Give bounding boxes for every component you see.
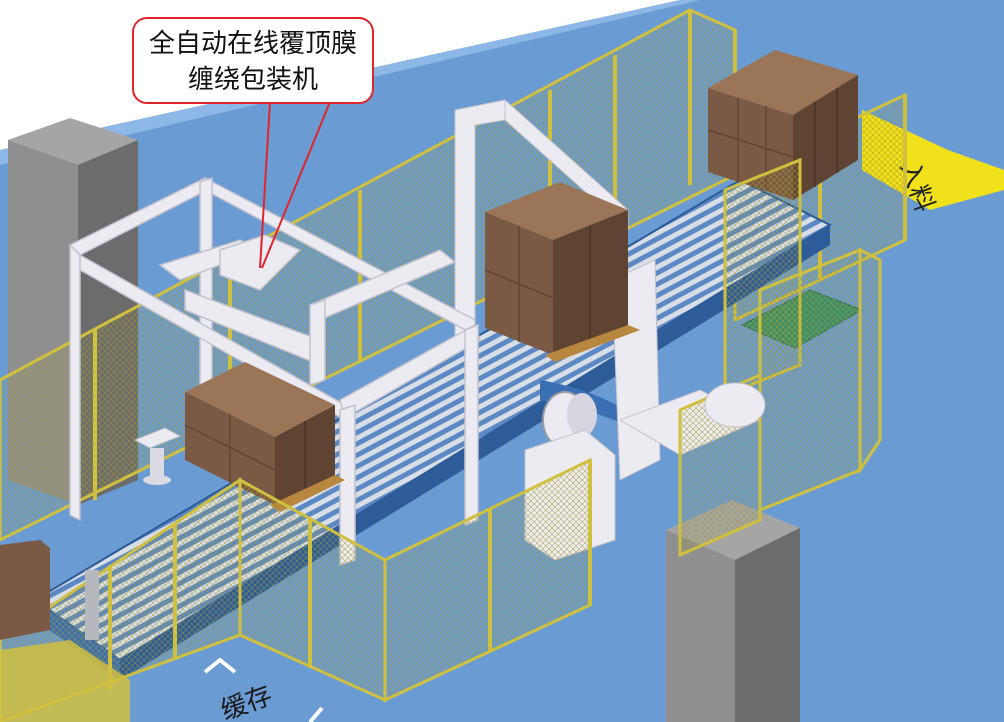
callout-leader (259, 101, 271, 269)
floor-arrows (203, 657, 324, 722)
callout-line-1: 全自动在线覆顶膜 (149, 29, 357, 59)
callout-leader-2 (261, 101, 331, 269)
pedestal (133, 427, 182, 485)
callout-line-2: 缠绕包装机 (188, 65, 318, 95)
bottom-left-box (0, 540, 130, 722)
right-fence-enclosure (678, 157, 882, 558)
pallet-stack-front (184, 362, 345, 512)
pallet-stack-middle (484, 182, 640, 362)
callout-bubble: 全自动在线覆顶膜 缠绕包装机 (132, 17, 374, 104)
